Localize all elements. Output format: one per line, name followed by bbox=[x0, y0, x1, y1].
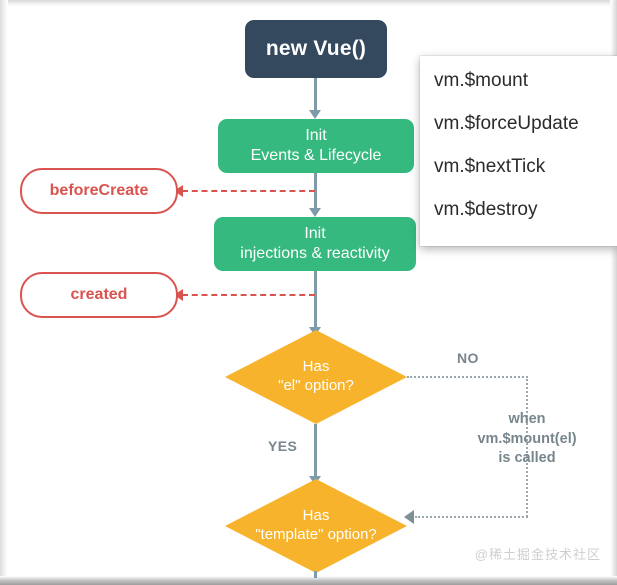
page-edge-top bbox=[0, 0, 617, 7]
node-hook-created: created bbox=[20, 272, 178, 318]
note-when-vm-mount-called: when vm.$mount(el) is called bbox=[477, 411, 577, 467]
branch-label-yes: YES bbox=[268, 438, 298, 454]
decision-el-label: Has "el" option? bbox=[278, 358, 354, 394]
watermark: @稀土掘金技术社区 bbox=[474, 547, 601, 562]
api-item-next-tick: vm.$nextTick bbox=[434, 156, 546, 177]
node-init-injections-reactivity: Init injections & reactivity bbox=[214, 217, 416, 271]
connector-arrow-root-to-init-events bbox=[309, 110, 321, 119]
connector-arrow-created bbox=[174, 289, 183, 301]
decision-template-label: Has "template" option? bbox=[255, 507, 377, 543]
connector-template-continuation bbox=[314, 571, 317, 578]
page-edge-bottom bbox=[0, 576, 617, 585]
connector-created-dotted bbox=[182, 294, 315, 296]
node-hook-before-create: beforeCreate bbox=[20, 168, 178, 214]
page-edge-right bbox=[610, 0, 617, 585]
page-edge-left bbox=[0, 0, 8, 585]
connector-beforecreate-dotted bbox=[182, 190, 315, 192]
connector-arrow-beforecreate bbox=[174, 185, 183, 197]
api-item-destroy: vm.$destroy bbox=[434, 199, 538, 220]
branch-label-no: NO bbox=[457, 350, 479, 366]
connector-arrow-init-events-to-init-injections bbox=[309, 208, 321, 217]
api-methods-panel: vm.$mount vm.$forceUpdate vm.$nextTick v… bbox=[420, 56, 617, 246]
node-decision-has-template-option: Has "template" option? bbox=[225, 479, 407, 573]
api-item-force-update: vm.$forceUpdate bbox=[434, 113, 579, 134]
api-item-mount: vm.$mount bbox=[434, 70, 528, 91]
node-init-events-lifecycle: Init Events & Lifecycle bbox=[218, 119, 414, 173]
connector-yes-el-to-template bbox=[314, 424, 317, 482]
connector-no-vertical bbox=[526, 376, 528, 517]
connector-no-horizontal-top bbox=[407, 376, 528, 378]
node-new-vue: new Vue() bbox=[245, 20, 387, 78]
node-decision-has-el-option: Has "el" option? bbox=[225, 330, 407, 424]
connector-no-horizontal-bottom bbox=[415, 516, 528, 518]
connector-init-events-to-init-injections bbox=[314, 173, 317, 211]
connector-arrow-no-into-template bbox=[404, 510, 414, 524]
connector-root-to-init-events bbox=[314, 78, 317, 113]
connector-init-injections-to-decision-el bbox=[314, 271, 317, 333]
